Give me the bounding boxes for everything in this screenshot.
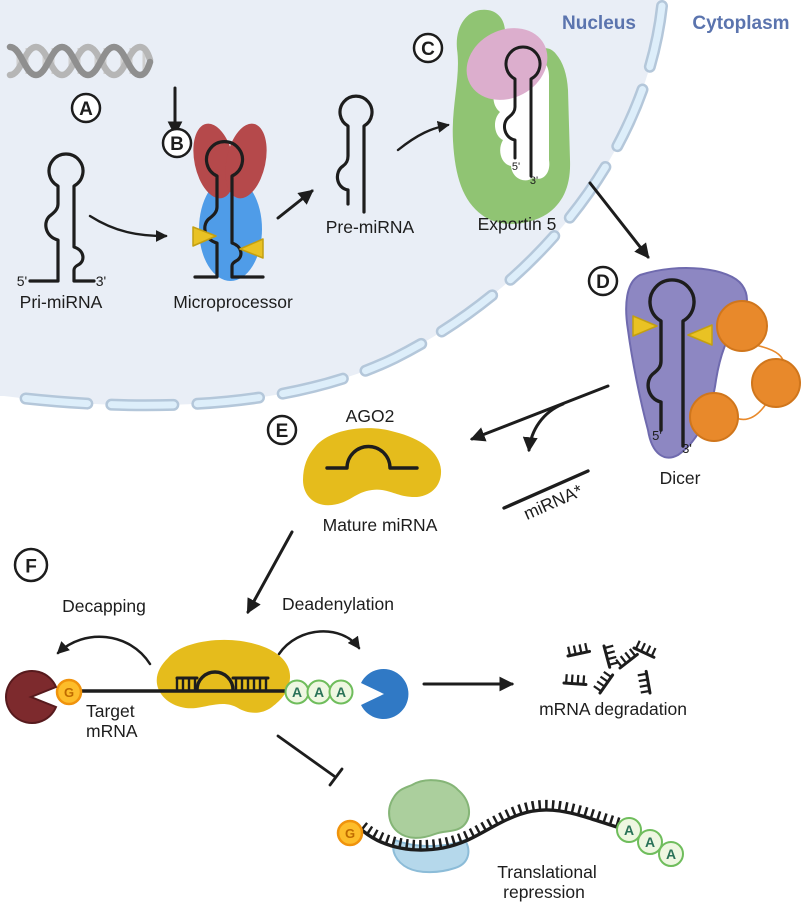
passenger-strand-branch-arrow bbox=[522, 402, 565, 453]
pre-to-exportin-arrow bbox=[396, 120, 450, 152]
poly-a-letter: A bbox=[666, 846, 676, 862]
repressed-mrna-strand bbox=[361, 808, 622, 852]
xpo-five-prime: 5' bbox=[512, 161, 520, 173]
target-mrna-label-line2: mRNA bbox=[86, 721, 138, 741]
ago2-blob bbox=[303, 428, 442, 506]
step-letter-c: C bbox=[421, 39, 435, 60]
poly-a-3 bbox=[658, 841, 684, 867]
trbp-subunit-3 bbox=[689, 392, 739, 442]
pri-five-prime: 5' bbox=[17, 273, 27, 289]
dicer-complex: 5' 3' bbox=[625, 266, 801, 459]
mirna-mrna-basepairing bbox=[175, 670, 270, 692]
dna-helix-icon bbox=[6, 43, 154, 79]
dicer-to-ago2-arrow bbox=[469, 384, 610, 442]
step-letter-b: B bbox=[170, 134, 184, 155]
pri-mirna-in-microprocessor bbox=[193, 140, 265, 279]
cap-letter: G bbox=[64, 685, 74, 700]
mature-mirna-strand bbox=[325, 444, 419, 470]
mrna-basepair-teeth bbox=[359, 799, 622, 850]
nucleus-label: Nucleus bbox=[562, 13, 636, 34]
dicer-five-prime: 5' bbox=[652, 428, 662, 443]
step-letter-a: A bbox=[79, 99, 93, 120]
deadenylation-label: Deadenylation bbox=[282, 594, 394, 614]
translational-repression-label-line2: repression bbox=[503, 882, 585, 902]
step-badge-c: C bbox=[412, 32, 444, 64]
exportin5-label: Exportin 5 bbox=[478, 214, 557, 234]
microprocessor-label: Microprocessor bbox=[173, 292, 293, 312]
cytoplasm-label: Cytoplasm bbox=[692, 13, 789, 34]
exportin5-complex: 5' 3' bbox=[452, 9, 571, 224]
dicer-cut-site-left bbox=[632, 315, 658, 337]
mature-to-target-arrow bbox=[246, 530, 294, 614]
target-mrna-label-line1: Target bbox=[86, 701, 135, 721]
decapping-arc-arrow bbox=[56, 635, 152, 666]
step-badge-f: F bbox=[13, 547, 49, 583]
poly-a-letter: A bbox=[336, 684, 346, 700]
step-badge-e: E bbox=[266, 414, 298, 446]
mrna-fragments bbox=[564, 644, 656, 694]
deadenylase-enzyme bbox=[361, 669, 409, 719]
step-badge-b: B bbox=[161, 127, 193, 159]
dicer-cut-site-right bbox=[687, 324, 713, 346]
risc-ago2-blob bbox=[156, 639, 291, 713]
pre-mirna-in-exportin bbox=[502, 45, 542, 178]
mrna-degradation-label: mRNA degradation bbox=[539, 699, 687, 719]
pre-mirna-in-dicer bbox=[646, 278, 696, 448]
dicer-label: Dicer bbox=[660, 468, 701, 488]
step-letter-e: E bbox=[276, 421, 289, 442]
decapping-label: Decapping bbox=[62, 596, 146, 616]
translation-inhibition-bar bbox=[276, 734, 344, 787]
step-letter-f: F bbox=[25, 557, 37, 578]
poly-a-letter: A bbox=[624, 822, 634, 838]
poly-a-letter: A bbox=[292, 684, 302, 700]
five-prime-cap bbox=[336, 819, 364, 847]
trbp-subunit-1 bbox=[716, 300, 768, 352]
microprocessor-to-pre-arrow bbox=[276, 189, 314, 220]
pre-mirna-label: Pre-miRNA bbox=[326, 217, 415, 237]
cap-letter: G bbox=[345, 826, 355, 841]
dicer-three-prime: 3' bbox=[682, 441, 692, 456]
ribosome-large-subunit bbox=[388, 779, 471, 839]
poly-a-letter: A bbox=[645, 834, 655, 850]
pri-mirna-hairpin: 5' 3' bbox=[17, 152, 106, 289]
drosha-cut-site-right bbox=[239, 238, 264, 259]
pri-to-microprocessor-arrow bbox=[88, 214, 168, 242]
drosha-blob-right bbox=[225, 123, 267, 199]
pri-three-prime: 3' bbox=[96, 273, 106, 289]
xpo-three-prime: 3' bbox=[530, 175, 538, 187]
microprocessor-complex bbox=[192, 123, 267, 281]
translational-repression-label-line1: Translational bbox=[497, 862, 597, 882]
decapping-enzyme bbox=[5, 670, 58, 724]
step-badge-d: D bbox=[587, 265, 619, 297]
drosha-cut-site-left bbox=[192, 226, 217, 247]
mirna-star-strand: miRNA* bbox=[502, 469, 590, 524]
pri-mirna-label: Pri-miRNA bbox=[20, 292, 103, 312]
poly-a-2 bbox=[637, 829, 663, 855]
export-to-dicer-arrow bbox=[588, 181, 650, 259]
poly-a-1 bbox=[616, 817, 642, 843]
step-letter-d: D bbox=[596, 272, 610, 293]
trbp-subunit-2 bbox=[751, 358, 801, 408]
nuclear-membrane bbox=[0, 0, 668, 412]
ago2-mature-mirna-complex bbox=[303, 428, 442, 506]
ago2-label: AGO2 bbox=[346, 406, 395, 426]
poly-a-letter: A bbox=[314, 684, 324, 700]
five-prime-cap bbox=[55, 678, 83, 706]
step-badge-a: A bbox=[70, 92, 102, 124]
mature-mirna-label: Mature miRNA bbox=[323, 515, 438, 535]
deadenylation-arc-arrow bbox=[277, 630, 361, 656]
poly-a-3 bbox=[328, 679, 354, 705]
risc-target-mrna-complex: A A A G bbox=[5, 639, 409, 724]
translational-repression-complex: G A A A bbox=[336, 779, 684, 874]
pre-mirna-hairpin bbox=[335, 94, 374, 214]
